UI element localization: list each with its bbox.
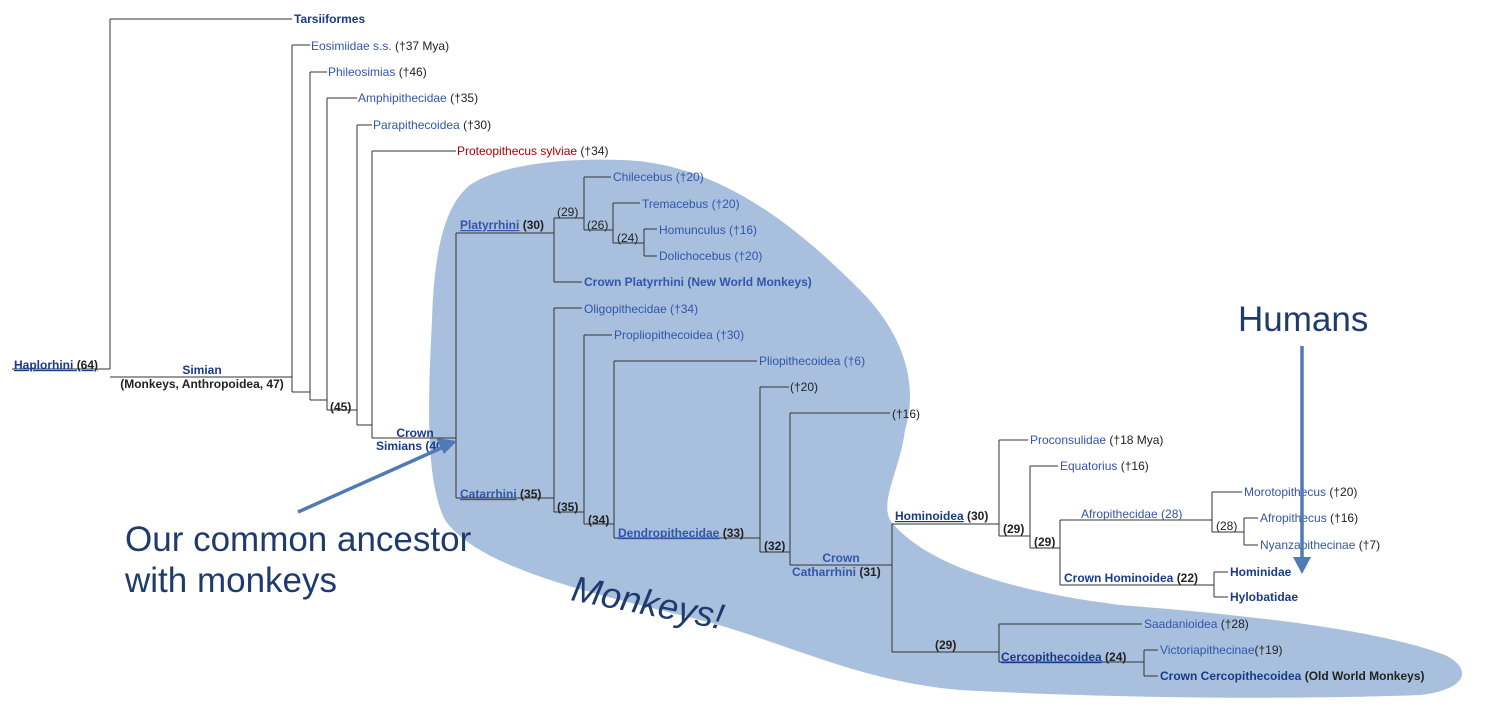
tree-labels: Haplorhini (64) Tarsiiformes Eosimiidae … [14,12,1425,683]
node-34: (34) [588,513,609,527]
node-29d: (29) [935,638,956,652]
node-45: (45) [330,400,351,414]
ancestor-annotation-line1: Our common ancestor [125,520,472,559]
annotation-arrows [297,346,1311,574]
label-crown-simians-1: Crown [396,426,433,440]
label-hominoidea: Hominoidea (30) [895,509,988,523]
label-pliopithecoidea: Pliopithecoidea (†6) [759,354,865,368]
label-dendropithecidae: Dendropithecidae (33) [618,526,744,540]
label-crown-catarrhini-2: Catharrhini (31) [792,565,881,579]
label-phileosimias: Phileosimias (†46) [328,65,427,79]
label-t20: (†20) [790,380,818,394]
label-catarrhini: Catarrhini (35) [460,487,541,501]
label-simian: Simian [182,363,221,377]
label-haplorhini: Haplorhini (64) [14,358,98,372]
label-crown-hominoidea: Crown Hominoidea (22) [1064,571,1198,585]
label-tarsiiformes: Tarsiiformes [294,12,365,26]
ancestor-annotation-line2: with monkeys [124,561,337,600]
label-cercopithecoidea: Cercopithecoidea (24) [1001,650,1126,664]
label-equatorius: Equatorius (†16) [1060,459,1149,473]
label-oligopithecidae: Oligopithecidae (†34) [584,302,698,316]
tree-branches [12,18,1258,677]
label-hylobatidae: Hylobatidae [1230,590,1298,604]
node-26: (26) [587,218,608,232]
node-24: (24) [617,231,638,245]
label-simian-sub: (Monkeys, Anthropoidea, 47) [120,377,284,391]
label-proconsulidae: Proconsulidae (†18 Mya) [1030,433,1163,447]
label-crown-platyrrhini: Crown Platyrrhini (New World Monkeys) [584,275,812,289]
label-homunculus: Homunculus (†16) [659,223,757,237]
node-29b: (29) [1003,522,1024,536]
label-nyanzapithecinae: Nyanzapithecinae (†7) [1260,538,1380,552]
label-crown-catarrhini-1: Crown [822,551,859,565]
label-afropithecus: Afropithecus (†16) [1260,511,1358,525]
node-35: (35) [557,500,578,514]
label-tremacebus: Tremacebus (†20) [642,197,740,211]
label-victoriapithecinae: Victoriapithecinae(†19) [1160,643,1283,657]
node-28: (28) [1216,519,1237,533]
monkeys-highlight-blob [429,159,1463,698]
humans-annotation: Humans [1238,300,1368,339]
label-hominidae: Hominidae [1230,565,1292,579]
label-t16: (†16) [892,407,920,421]
ancestor-arrow-shaft [297,443,449,514]
node-29a: (29) [557,205,578,219]
label-parapithecoidea: Parapithecoidea (†30) [373,118,491,132]
humans-arrowhead-icon [1293,557,1311,574]
label-proteopithecus: Proteopithecus sylviae (†34) [457,144,608,158]
label-afropithecidae: Afropithecidae (28) [1081,507,1182,521]
label-crown-cercopithecoidea: Crown Cercopithecoidea (Old World Monkey… [1160,669,1425,683]
label-amphipithecidae: Amphipithecidae (†35) [358,91,478,105]
node-29c: (29) [1034,535,1055,549]
label-crown-simians-2: Simians (40) [376,439,447,453]
node-32: (32) [764,539,785,553]
label-propliopithecoidea: Propliopithecoidea (†30) [614,328,744,342]
ancestor-arrowhead-icon [436,438,457,454]
label-saadanioidea: Saadanioidea (†28) [1144,617,1249,631]
label-morotopithecus: Morotopithecus (†20) [1244,485,1357,499]
label-chilecebus: Chilecebus (†20) [613,170,704,184]
label-platyrrhini: Platyrrhini (30) [460,218,544,232]
label-dolichocebus: Dolichocebus (†20) [659,249,762,263]
label-eosimiidae: Eosimiidae s.s. (†37 Mya) [311,39,449,53]
